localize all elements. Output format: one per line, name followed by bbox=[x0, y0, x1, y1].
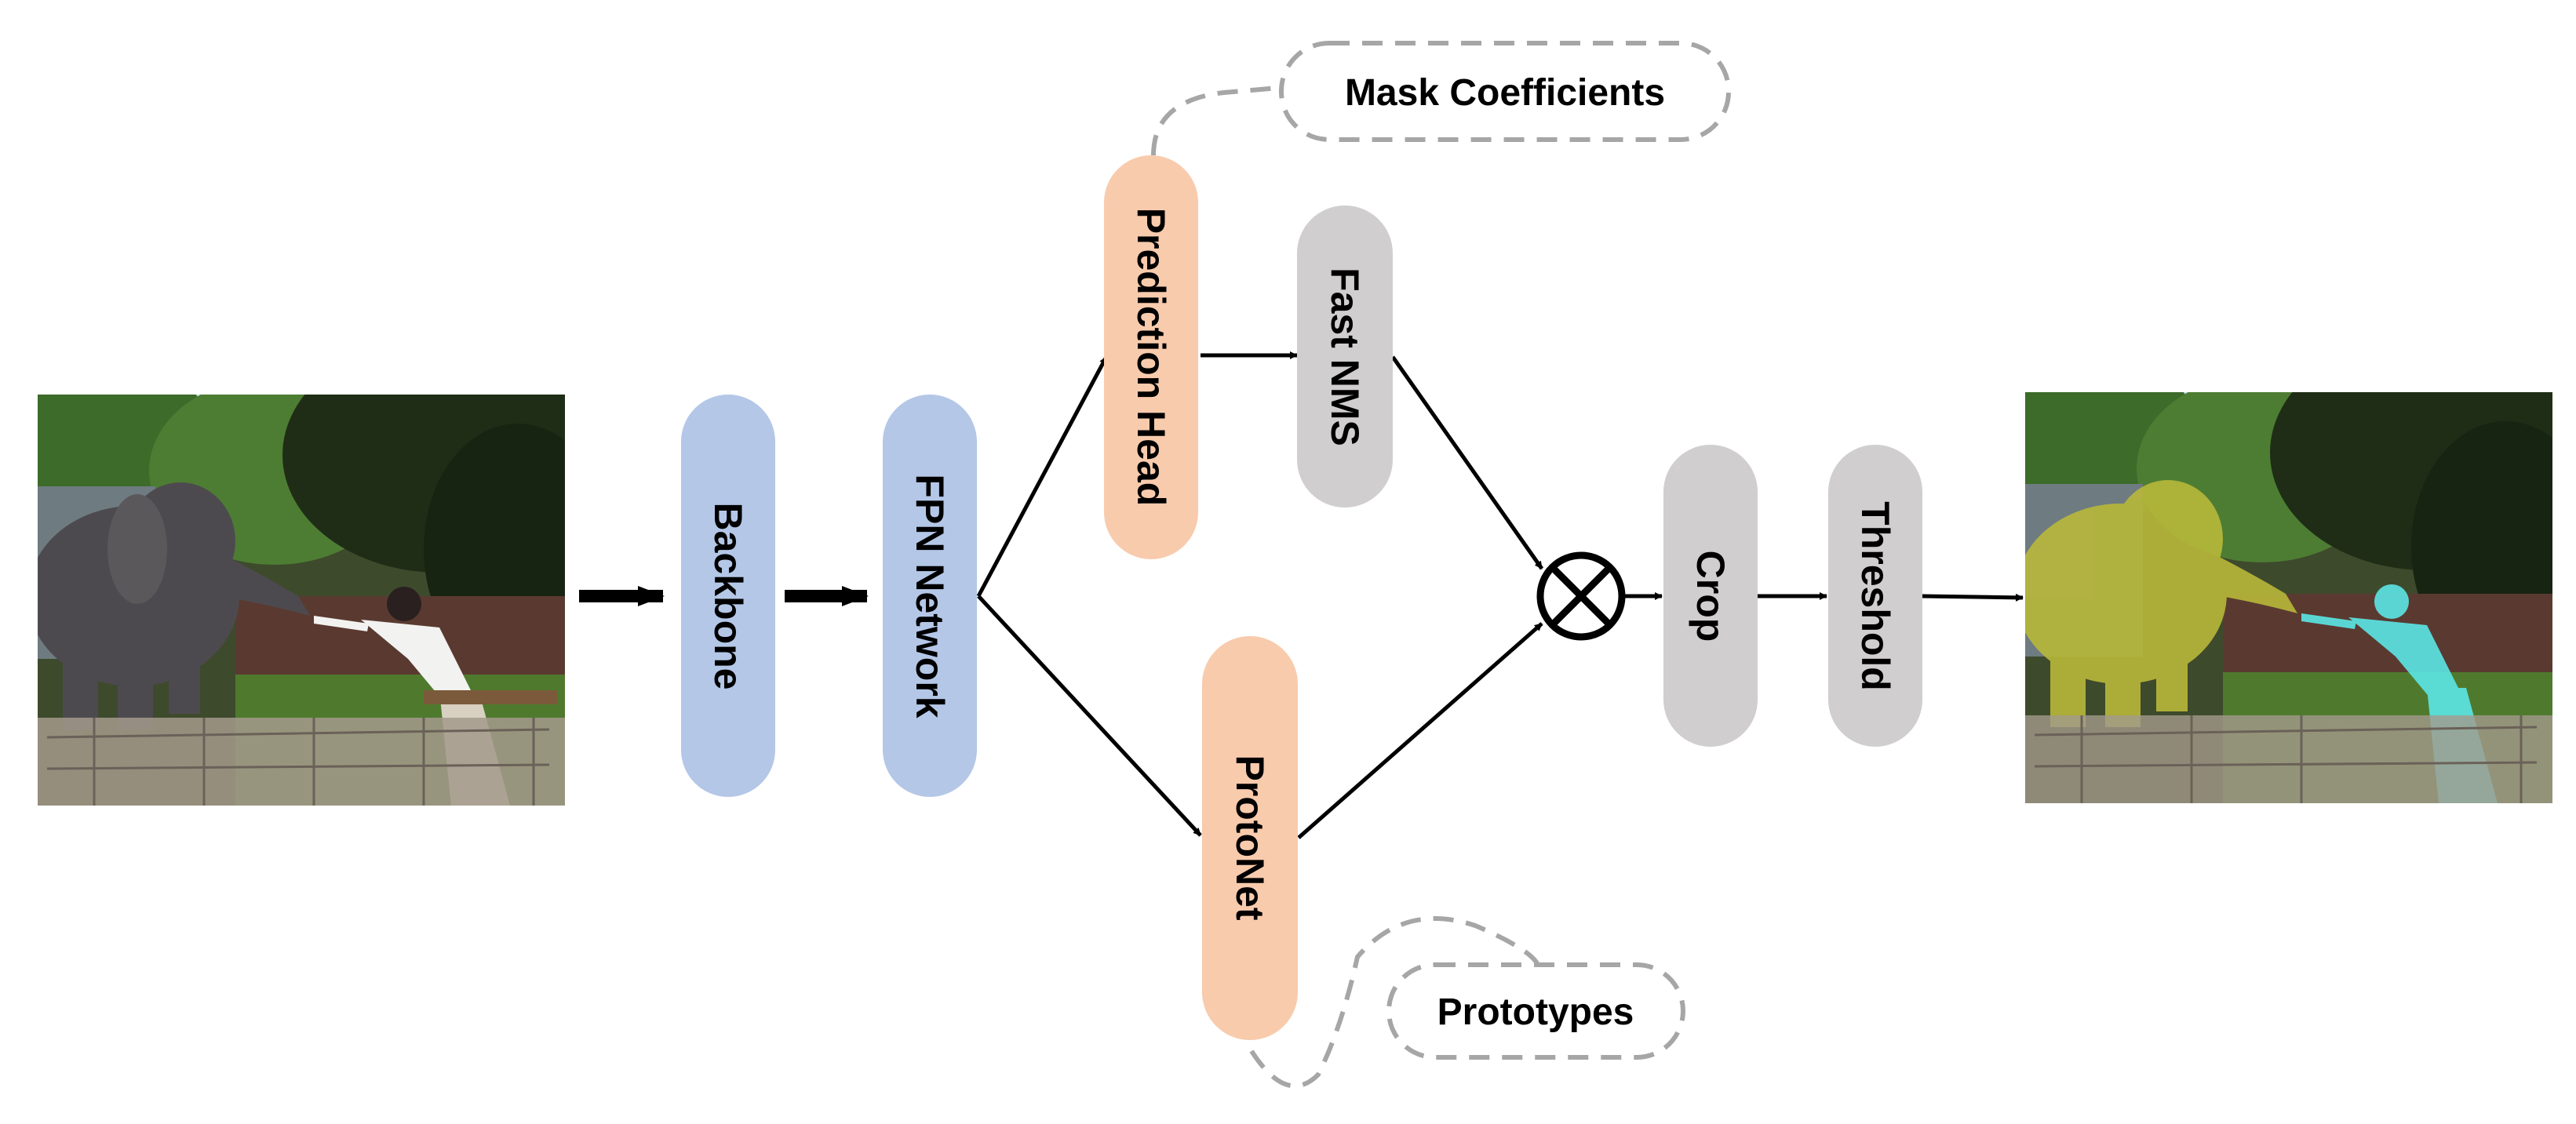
node-backbone: Backbone bbox=[681, 395, 775, 797]
arrow-fpn-to-prediction-head bbox=[976, 355, 1109, 598]
backbone-label: Backbone bbox=[706, 503, 750, 690]
arrow-protonet-to-product bbox=[1297, 622, 1543, 839]
node-fpn-network: FPN Network bbox=[883, 395, 977, 797]
threshold-label: Threshold bbox=[1853, 501, 1897, 691]
prototypes-connector bbox=[1249, 916, 1540, 1089]
arrow-threshold-to-output bbox=[1922, 593, 2024, 602]
prediction-head-label: Prediction Head bbox=[1129, 208, 1173, 507]
node-crop: Crop bbox=[1663, 445, 1758, 747]
prototypes-label: Prototypes bbox=[1437, 991, 1634, 1033]
fpn-network-label: FPN Network bbox=[908, 474, 952, 718]
mask-coefficients-label: Mask Coefficients bbox=[1345, 72, 1665, 114]
node-threshold: Threshold bbox=[1828, 445, 1922, 747]
node-fast-nms: Fast NMS bbox=[1297, 206, 1393, 507]
multiply-operator-icon bbox=[1536, 551, 1626, 641]
arrow-fpn-to-protonet bbox=[977, 595, 1202, 837]
fast-nms-label: Fast NMS bbox=[1323, 267, 1367, 446]
dashed-callouts bbox=[1151, 41, 1731, 1089]
node-prediction-head: Prediction Head bbox=[1104, 155, 1198, 559]
elephant-mask bbox=[2025, 480, 2297, 727]
prototypes-bubble bbox=[1386, 962, 1685, 1060]
mask-coefficients-connector bbox=[1151, 85, 1280, 156]
node-protonet: ProtoNet bbox=[1202, 636, 1298, 1040]
mask-coefficients-bubble bbox=[1279, 41, 1731, 142]
protonet-label: ProtoNet bbox=[1228, 755, 1272, 920]
input-image bbox=[38, 395, 565, 806]
connection-arrows bbox=[579, 351, 2024, 839]
crop-label: Crop bbox=[1689, 551, 1733, 642]
output-image bbox=[2025, 392, 2552, 803]
arrow-fast-nms-to-product bbox=[1390, 355, 1544, 570]
